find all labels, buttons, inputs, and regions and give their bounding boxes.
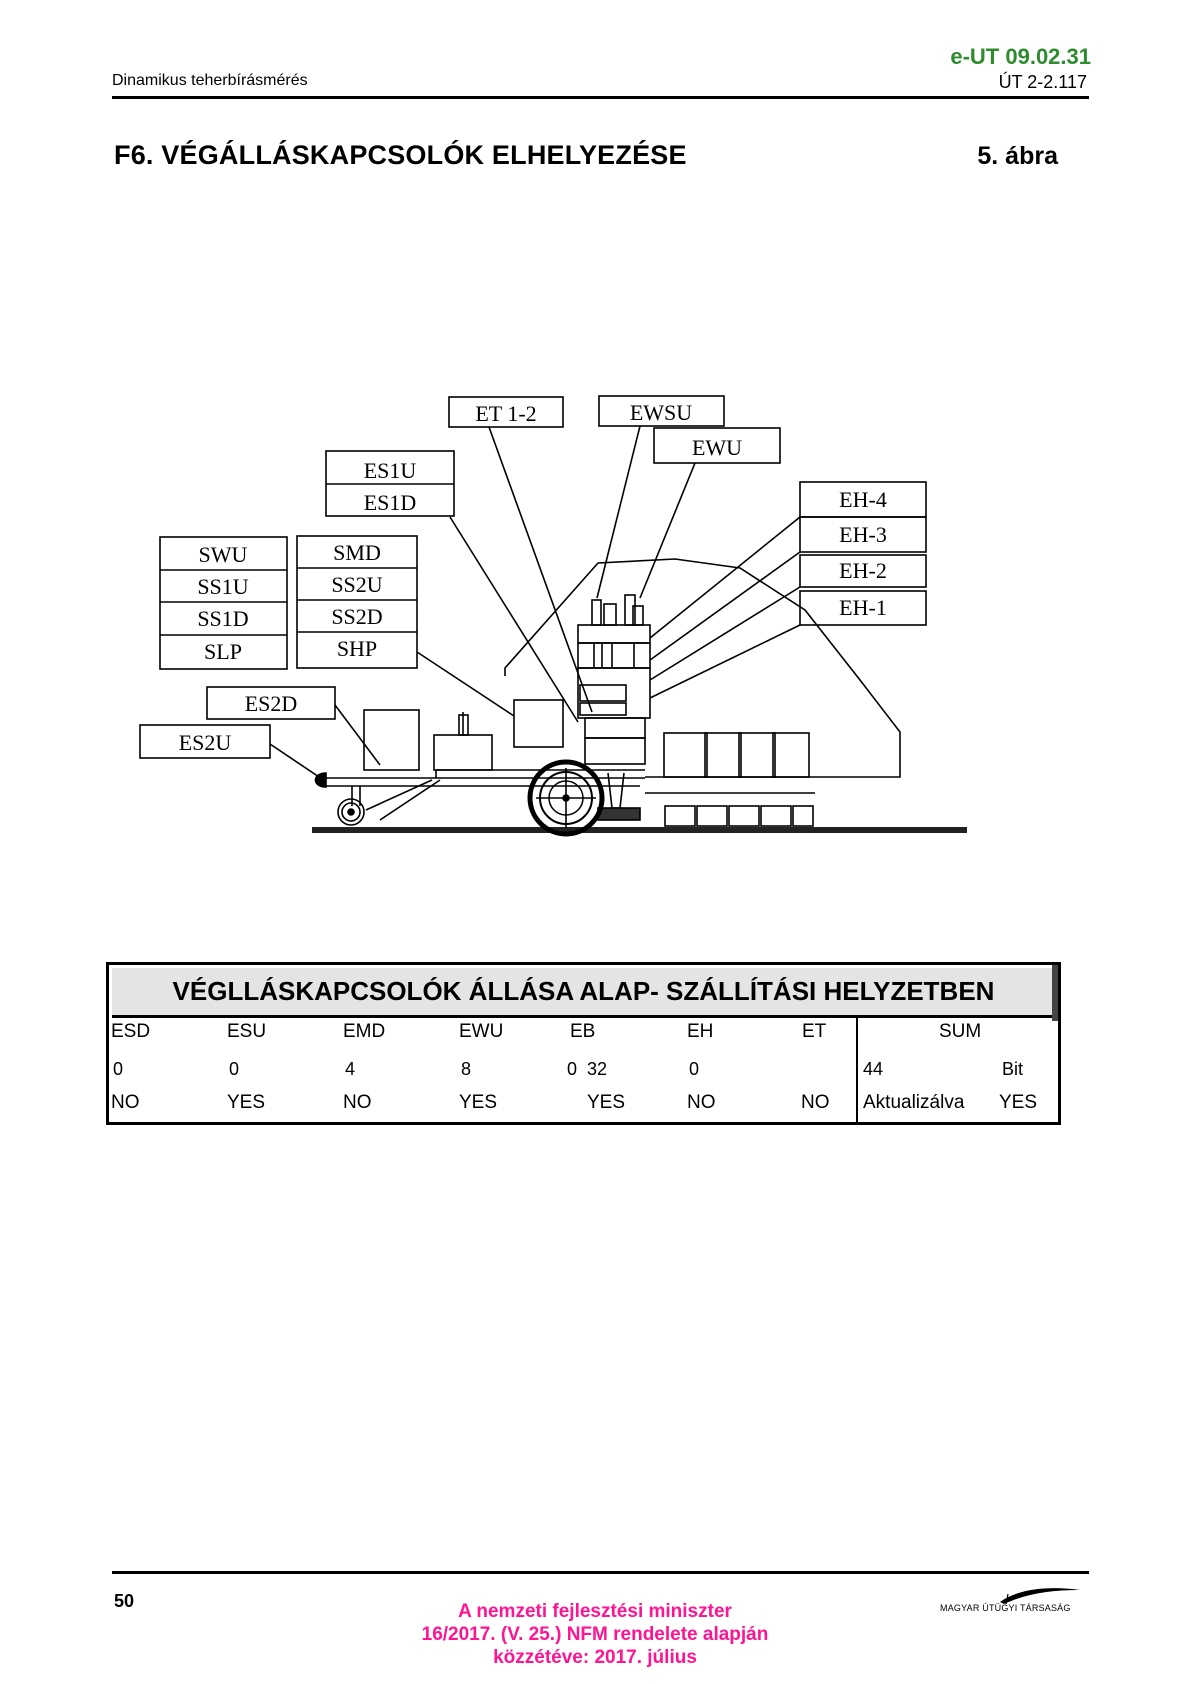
label-eh3: EH-3 [839, 522, 887, 547]
value-eh: 0 [689, 1059, 700, 1079]
label-et12: ET 1-2 [475, 401, 536, 426]
sum-column-divider [856, 1018, 858, 1122]
status-sum: Aktualizálva [863, 1092, 965, 1113]
label-smd: SMD [333, 540, 381, 565]
header-emd: EMD [343, 1021, 386, 1042]
notice-line-3: közzétéve: 2017. július [493, 1647, 697, 1668]
label-es2u: ES2U [179, 730, 232, 755]
label-ewu: EWU [692, 435, 742, 460]
label-eh2: EH-2 [839, 558, 887, 583]
header-esd: ESD [111, 1021, 151, 1042]
label-eh4: EH-4 [839, 487, 887, 512]
notice-line-2: 16/2017. (V. 25.) NFM rendelete alapján [421, 1624, 769, 1645]
status-sum-flag: YES [999, 1092, 1038, 1113]
status-esd: NO [111, 1092, 140, 1113]
value-sum-unit: Bit [1002, 1059, 1024, 1079]
header-left-title: Dinamikus teherbírásmérés [112, 72, 308, 89]
label-ss1u: SS1U [197, 574, 248, 599]
header-eh: EH [687, 1021, 714, 1042]
header-rule [112, 96, 1089, 99]
status-eh: NO [687, 1092, 716, 1113]
status-ewu: YES [459, 1092, 498, 1113]
label-es1d: ES1D [364, 490, 417, 515]
document-reference: ÚT 2-2.117 [998, 72, 1087, 92]
ground-line [312, 827, 967, 833]
publisher-logo: MAGYAR ÚTÜGYI TÁRSASÁG [940, 1586, 1090, 1618]
publisher-swoosh-icon [1000, 1588, 1080, 1605]
header-eb: EB [570, 1021, 596, 1042]
document-code: e-UT 09.02.31 [950, 44, 1091, 69]
label-shp: SHP [337, 636, 377, 661]
section-title: F6. VÉGÁLLÁSKAPCSOLÓK ELHELYEZÉSE [114, 140, 687, 170]
publisher-name: MAGYAR ÚTÜGYI TÁRSASÁG [940, 1603, 1071, 1613]
notice-line-1: A nemzeti fejlesztési miniszter [458, 1601, 732, 1622]
limit-switch-table: VÉGLLÁSKAPCSOLÓK ÁLLÁSA ALAP- SZÁLLÍTÁSI… [106, 962, 1061, 1125]
value-eb: 0 32 [567, 1059, 608, 1079]
label-ewsu: EWSU [630, 400, 692, 425]
header-et: ET [802, 1021, 827, 1042]
value-esd: 0 [113, 1059, 124, 1079]
footer-rule [112, 1571, 1089, 1574]
label-slp: SLP [204, 639, 242, 664]
label-ss2u: SS2U [331, 572, 382, 597]
header-sum: SUM [939, 1021, 982, 1042]
header-ewu: EWU [459, 1021, 504, 1042]
status-et: NO [801, 1092, 830, 1113]
figure-number: 5. ábra [977, 142, 1058, 170]
status-eb: YES [587, 1092, 626, 1113]
value-esu: 0 [229, 1059, 240, 1079]
limit-switch-diagram: ET 1-2 EWSU EWU ES1U ES1D EH-4 EH-3 EH-2… [139, 395, 967, 837]
header-esu: ESU [227, 1021, 267, 1042]
status-esu: YES [227, 1092, 266, 1113]
label-ss1d: SS1D [197, 606, 248, 631]
label-es2d: ES2D [245, 691, 298, 716]
value-sum: 44 [863, 1059, 884, 1079]
label-eh1: EH-1 [839, 595, 887, 620]
table-title: VÉGLLÁSKAPCSOLÓK ÁLLÁSA ALAP- SZÁLLÍTÁSI… [112, 968, 1055, 1018]
publication-notice: A nemzeti fejlesztési miniszter 16/2017.… [0, 1600, 1190, 1669]
label-swu: SWU [199, 542, 248, 567]
page-number: 50 [114, 1591, 135, 1611]
status-emd: NO [343, 1092, 372, 1113]
table-title-shadow [1052, 965, 1058, 1021]
value-emd: 4 [345, 1059, 356, 1079]
label-es1u: ES1U [364, 458, 417, 483]
label-ss2d: SS2D [331, 604, 382, 629]
value-ewu: 8 [461, 1059, 472, 1079]
